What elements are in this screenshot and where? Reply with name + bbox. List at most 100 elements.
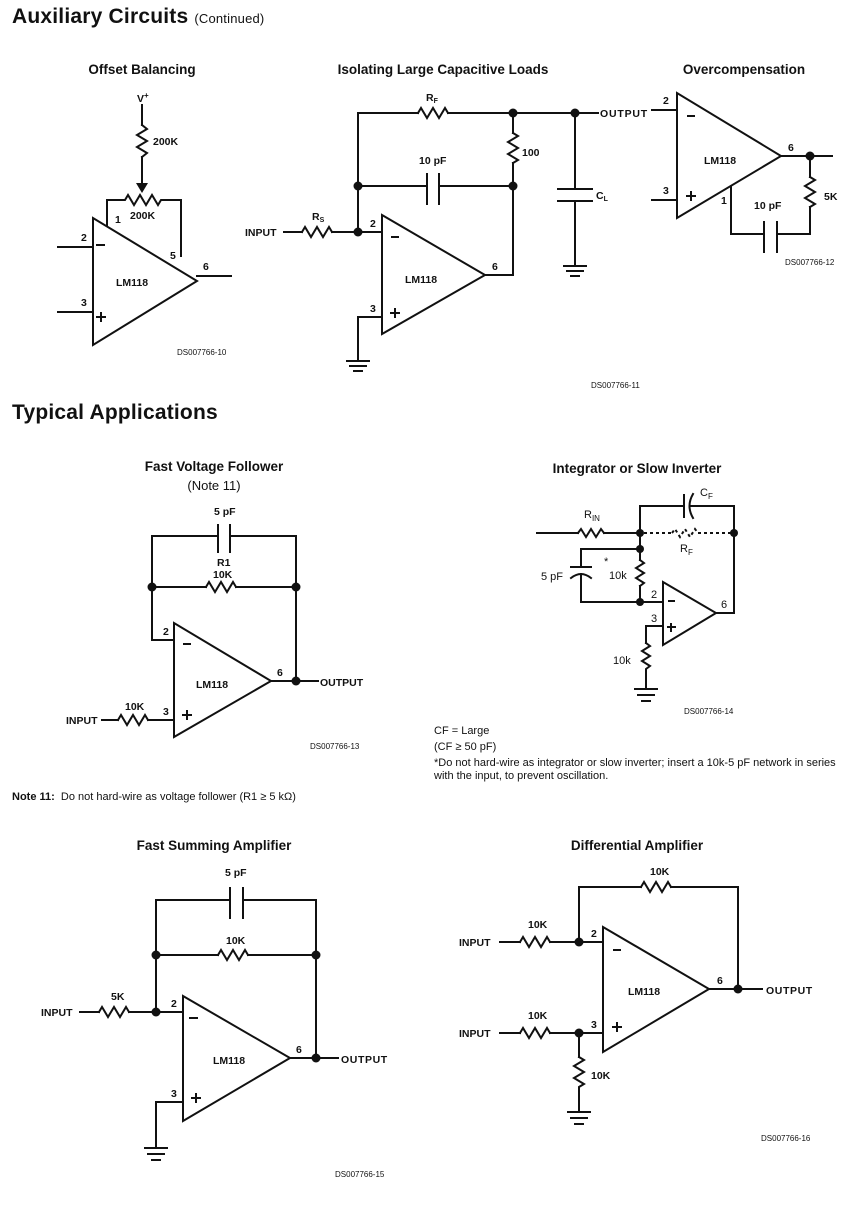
pin-label-2: 2: [663, 95, 669, 107]
r1-name-label: R1: [217, 557, 231, 569]
pin-label-3: 3: [171, 1088, 177, 1100]
opamp-body: [602, 925, 711, 1054]
resistor-10k-ground: [640, 641, 652, 690]
pin-label-2: 2: [591, 928, 597, 940]
circuit-isolating-loads: LM118 INPUT RS 2 RF OUTPUT 100 10 pF: [245, 92, 647, 390]
junction-dot: [730, 529, 738, 537]
wire-5pf-bottom: [580, 573, 664, 603]
cap-label: 10 pF: [754, 200, 782, 212]
integrator-notes: CF = Large (CF ≥ 50 pF) *Do not hard-wir…: [434, 725, 844, 783]
opamp-body: [662, 580, 718, 647]
cf-label: CF: [700, 487, 713, 501]
resistor-r1: [204, 580, 238, 594]
plus-sign: [182, 710, 192, 720]
figure-id: DS007766-15: [335, 1170, 385, 1179]
junction-dot: [574, 937, 584, 947]
circuit-note-ref: (Note 11): [187, 478, 241, 493]
rf-label: 10K: [226, 935, 246, 947]
rf-label: 10K: [650, 866, 670, 878]
plus-sign: [96, 312, 106, 322]
circuit-overcompensation: LM118 2 3 6 5K 1 10 pF DS007766-12: [651, 91, 838, 267]
resistor-10k-series: [634, 558, 646, 588]
pin-label-3: 3: [663, 185, 669, 197]
resistor-rf-10k: [639, 880, 673, 894]
ground-icon: [567, 1111, 591, 1125]
junction-dot: [147, 582, 157, 592]
circuit-title-summing-amplifier: Fast Summing Amplifier: [136, 838, 292, 853]
circuit-title-integrator: Integrator or Slow Inverter: [552, 461, 722, 476]
pin-label-2: 2: [370, 218, 376, 230]
rin-label: 10K: [125, 701, 145, 713]
rin2-label: 10K: [528, 1010, 548, 1022]
integrator-note-line3: *Do not hard-wire as integrator or slow …: [434, 757, 836, 782]
input2-label: INPUT: [459, 1028, 491, 1040]
junction-dot: [733, 984, 743, 994]
circuit-title-differential-amplifier: Differential Amplifier: [570, 838, 704, 853]
resistor-rf-optional: [671, 527, 699, 539]
opamp-label: LM118: [196, 679, 228, 691]
pin-label-3: 3: [591, 1019, 597, 1031]
wire-cf-right: [689, 505, 735, 614]
pin-label-3: 3: [370, 303, 376, 315]
opamp-label: LM118: [405, 274, 437, 286]
potentiometer-200k: [106, 193, 182, 257]
rs-label: RS: [312, 211, 325, 224]
circuit-offset-balancing: LM118 2 3 6 V+ 200K 200K 1 5 DS007766-10: [57, 91, 232, 357]
wire-feedback-left: [578, 886, 642, 943]
pin-label-2: 2: [171, 998, 177, 1010]
pin-label-3: 3: [81, 297, 87, 309]
pin-label-6: 6: [721, 599, 727, 611]
integrator-note-line2: (CF ≥ 50 pF): [434, 741, 497, 753]
rf-label: RF: [426, 92, 439, 105]
circuit-title-overcompensation: Overcompensation: [682, 62, 806, 77]
resistor-label: 200K: [153, 136, 179, 148]
input-label: INPUT: [41, 1007, 73, 1019]
figure-id: DS007766-16: [761, 1134, 811, 1143]
wire-5pf-top: [580, 548, 641, 568]
resistor-5k: [97, 1005, 131, 1019]
circuit-integrator: RIN CF RF 5 pF * 10k 2 3 10k 6: [536, 487, 738, 716]
cap-label: 10 pF: [419, 155, 447, 167]
opamp-body: [676, 91, 783, 220]
vplus-label: V+: [137, 91, 149, 105]
wire-cf-left: [639, 505, 685, 534]
plus-sign: [686, 191, 696, 201]
section-title-text: Auxiliary Circuits: [12, 5, 189, 28]
rin-label: RIN: [584, 509, 600, 523]
pin-label-6: 6: [203, 261, 209, 273]
opamp-body: [92, 216, 199, 347]
footnote-label: Note 11:: [12, 791, 55, 803]
circuit-title-isolating-loads: Isolating Large Capacitive Loads: [337, 62, 549, 77]
pin-label-2: 2: [81, 232, 87, 244]
opamp-body: [182, 994, 292, 1123]
wire-plus: [645, 625, 664, 644]
wire-plus-ground: [357, 316, 383, 362]
resistor-5k: [803, 175, 817, 209]
pin-label-1: 1: [115, 214, 121, 226]
pin-label-6: 6: [277, 667, 283, 679]
junction-dot: [311, 950, 321, 960]
junction-dot: [151, 950, 161, 960]
input-label: INPUT: [66, 715, 98, 727]
opamp-body: [173, 621, 273, 739]
r10k-ground-label: 10k: [613, 655, 631, 667]
figure-id: DS007766-14: [684, 707, 734, 716]
ground-icon: [563, 265, 587, 277]
wire-pin1: [730, 186, 765, 235]
cap-label: 5 pF: [225, 867, 247, 879]
wire-plus-ground: [155, 1101, 184, 1149]
resistor-rf: [416, 106, 450, 120]
resistor-10k: [116, 713, 150, 727]
resistor-rin1-10k: [518, 935, 552, 949]
resistor-10k: [216, 948, 250, 962]
plus-sign: [390, 308, 400, 318]
section-title-auxiliary-circuits: Auxiliary Circuits(Continued): [12, 5, 264, 29]
output-label: OUTPUT: [320, 677, 364, 689]
rf-label: RF: [680, 543, 693, 557]
wire-feedback-right: [229, 535, 297, 682]
plus-sign: [191, 1093, 201, 1103]
pin-label-2: 2: [163, 626, 169, 638]
footnote-text: Do not hard-wire as voltage follower (R1…: [60, 791, 296, 803]
r5k-label: 5K: [824, 191, 838, 203]
